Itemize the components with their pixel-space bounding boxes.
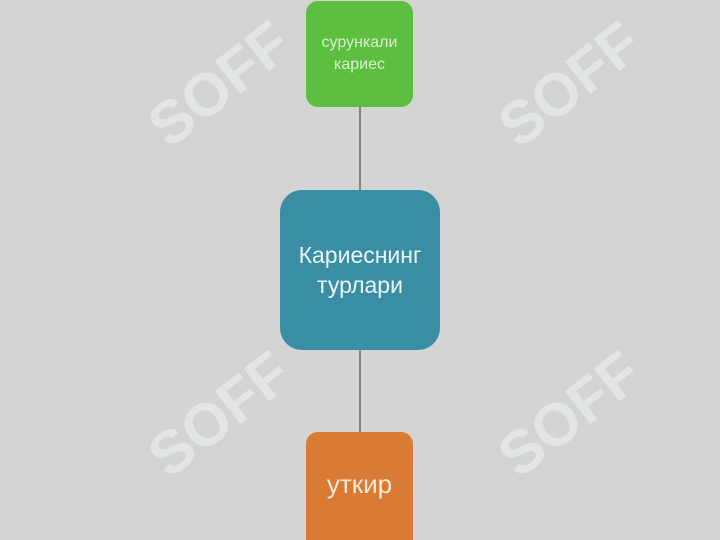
node-label-bottom: уткир xyxy=(326,468,393,499)
svg-text:SOFF: SOFF xyxy=(136,339,303,490)
node-acute: уткир xyxy=(306,432,413,540)
node-label-center: Кариеснинг турлари xyxy=(298,242,422,298)
connector-bottom xyxy=(359,348,361,434)
node-label-top: сурункали кариес xyxy=(321,34,398,73)
svg-text:SOFF: SOFF xyxy=(486,9,653,160)
svg-text:SOFF: SOFF xyxy=(136,9,303,160)
watermark-logo: SOFF xyxy=(90,0,310,200)
svg-text:SOFF: SOFF xyxy=(486,339,653,490)
connector-top xyxy=(359,106,361,192)
watermark-logo: SOFF xyxy=(440,0,660,200)
node-chronic-caries: сурункали кариес xyxy=(306,1,413,107)
watermark-logo: SOFF xyxy=(440,330,660,530)
watermark-logo: SOFF xyxy=(90,330,310,530)
node-caries-types: Кариеснинг турлари xyxy=(280,190,440,350)
